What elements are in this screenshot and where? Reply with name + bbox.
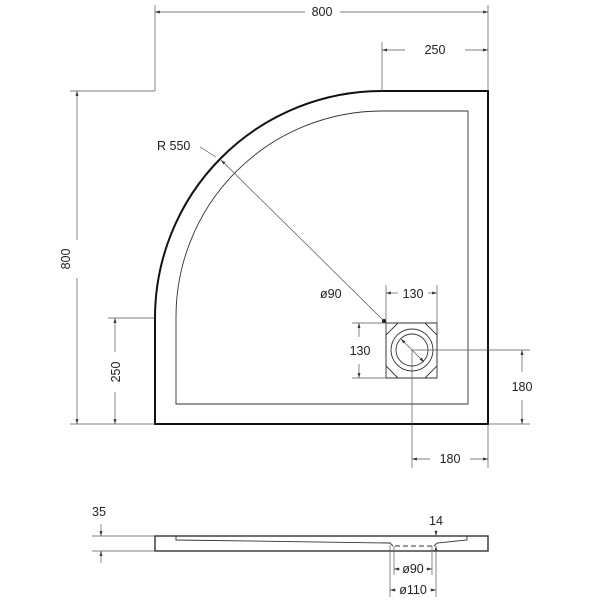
width-label: 800: [312, 5, 333, 19]
top-offset-label: 250: [425, 43, 446, 57]
dim-top-250: 250: [381, 42, 488, 91]
dim-drain-box-height: 130: [350, 322, 386, 379]
drain-box-width-label: 130: [403, 287, 424, 301]
dim-height-800: 800: [59, 90, 155, 425]
dim-section-diameters: ø90 ø110: [389, 545, 437, 597]
drain-bottom-label: 180: [440, 452, 461, 466]
section-height-label: 35: [92, 505, 106, 519]
drain-box-height-label: 130: [350, 344, 371, 358]
left-offset-label: 250: [109, 362, 123, 383]
dim-width-800: 800: [154, 5, 489, 91]
drain-diameter-label: ø90: [320, 287, 342, 301]
section-depth-label: 14: [429, 514, 443, 528]
drain: [382, 319, 438, 379]
drain-right-label: 180: [512, 380, 533, 394]
section-outer-diameter-label: ø110: [399, 583, 427, 597]
dim-drain-right: 180: [412, 349, 533, 425]
tray-plan-outline: [154, 90, 489, 425]
height-label: 800: [59, 249, 73, 270]
dim-section-height: 35: [92, 505, 155, 563]
dim-drain-bottom: 180: [411, 350, 489, 468]
section-inner-diameter-label: ø90: [402, 562, 424, 576]
tray-section: [154, 535, 489, 552]
radius-label: R 550: [157, 139, 190, 153]
dim-left-250: 250: [108, 317, 155, 424]
dim-radius: R 550: [157, 139, 385, 322]
dim-drain-box-width: 130: [385, 285, 438, 323]
